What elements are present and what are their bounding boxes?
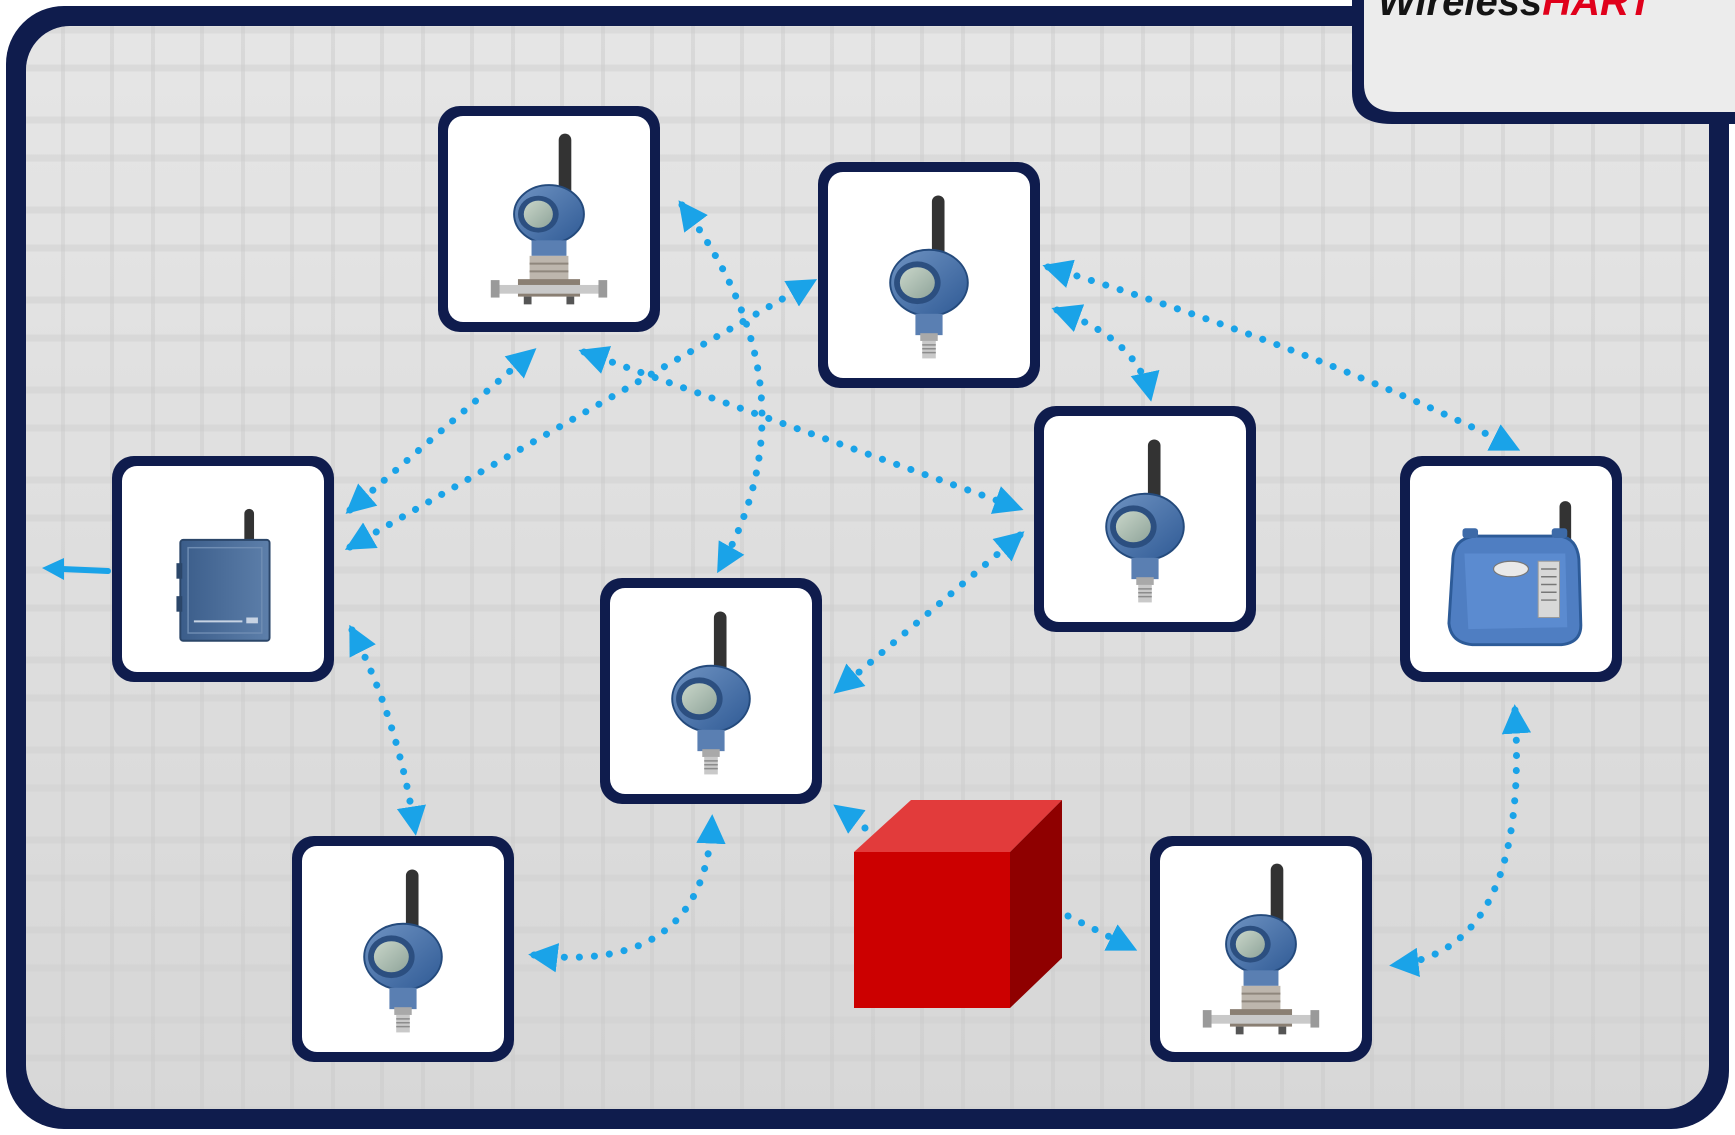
link-obstacle-center [833,804,869,834]
node-mid-right[interactable] [1034,406,1256,632]
link-gateway-top-center [344,278,818,551]
node-right[interactable] [1400,456,1622,682]
link-mid-right-center [833,531,1025,694]
node-center[interactable] [600,578,822,804]
node-gateway[interactable] [112,456,334,682]
node-top-center[interactable] [818,162,1040,388]
link-gateway-bottom-left [348,624,426,836]
logo-wireless: Wireless [1378,0,1542,24]
link-top-left-center [678,200,766,574]
link-top-left-mid-right [578,346,1024,514]
obstacle-cube [854,800,1062,1008]
logo-text: WirelessHART [1378,0,1656,24]
node-bottom-left[interactable] [292,836,514,1062]
link-right-bottom-right [1389,704,1532,977]
cube-side-face [1010,800,1062,1008]
uplink-arrow [42,558,111,580]
node-top-left[interactable] [438,106,660,332]
links-layer [344,200,1532,977]
logo-hart: HART [1542,0,1656,24]
cube-front-face [854,852,1010,1008]
link-obstacle-bottom-right [1064,912,1138,952]
cube-top-face [854,800,1062,852]
link-top-center-right [1042,259,1521,452]
node-bottom-right[interactable] [1150,836,1372,1062]
logo-tab: WirelessHART [1352,0,1735,124]
link-bottom-left-center [528,814,726,973]
